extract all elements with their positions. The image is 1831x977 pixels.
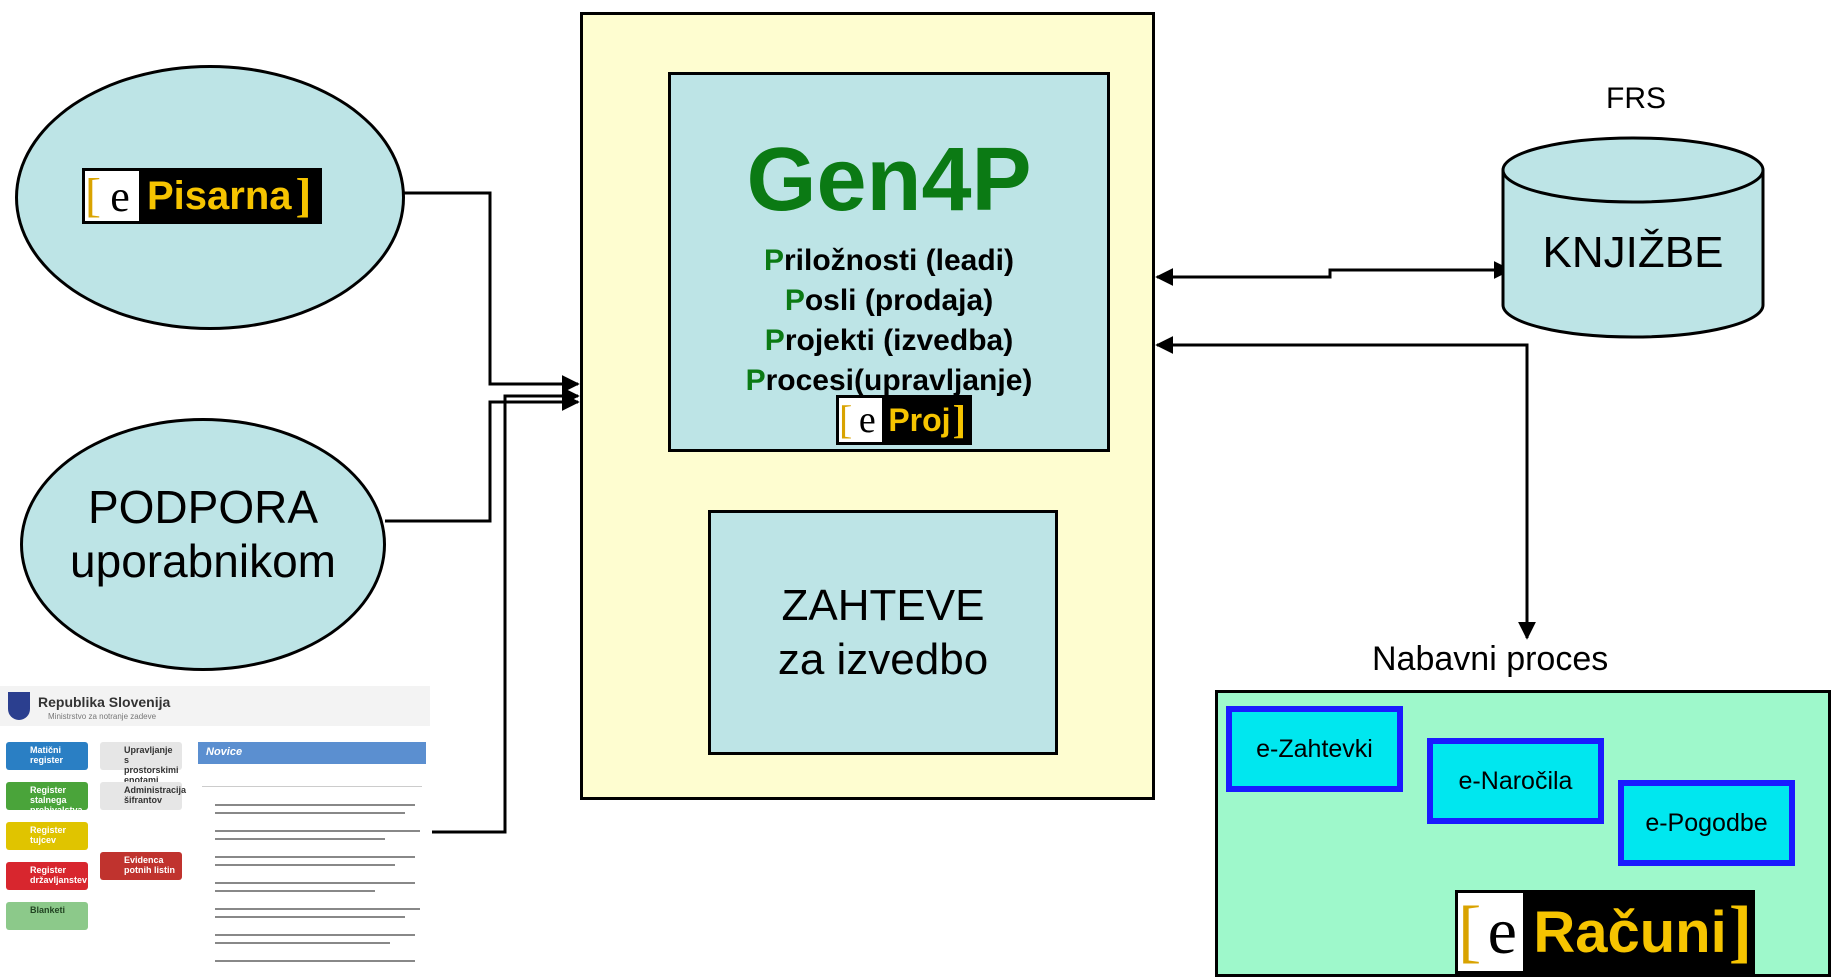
bracket-left-icon: [ [85,169,101,222]
website-menu-item: Upravljanje s prostorskimi enotami [100,742,182,785]
website-news-line [215,830,420,832]
gen4p-item: Posli (prodaja) [784,284,994,317]
zahteve-box: ZAHTEVE za izvedbo [708,510,1058,755]
arrow-website-to-gen4p [432,387,580,834]
podpora-line1: PODPORA [87,481,319,533]
website-news-line [215,864,395,866]
zahteve-line2: za izvedbo [777,635,989,684]
website-search-row [202,776,422,787]
podpora-line2: uporabnikom [70,535,336,587]
arrow-gen4p-knjizbe [1155,261,1512,286]
eproj-logo: [ e Proj ] [836,395,972,445]
logo-word: Pisarna [146,173,292,218]
podpora-ellipse [20,418,386,671]
arrow-episarna-to-gen4p [400,191,580,393]
website-news-line [215,882,415,884]
process-box-narocila: e-Naročila [1427,738,1604,824]
website-news-line [215,960,415,962]
website-screenshot: Republika Slovenija Ministrstvo za notra… [0,686,430,977]
website-menu-item: Register državljanstev [6,862,88,890]
website-news-line [215,908,420,910]
website-title: Republika Slovenija [38,694,171,710]
knjizbe-label: KNJIŽBE [1542,228,1724,277]
logo-word: Računi [1533,899,1727,965]
process-box-pogodbe: e-Pogodbe [1618,780,1795,866]
website-news-line [215,804,415,806]
bracket-left-icon: [ [1458,893,1482,971]
website-menu-item: Blanketi [6,902,88,930]
website-news-heading: Novice [206,746,243,758]
nabavni-label: Nabavni proces [1372,640,1609,678]
website-news-line [215,838,385,840]
website-news-line [215,856,415,858]
website-menu-item: Register stalnega prebivalstva [6,782,88,815]
logo-letter: e [1481,893,1524,971]
gen4p-item: Projekti (izvedba) [764,324,1014,357]
website-news-line [215,916,405,918]
frs-label: FRS [1606,82,1666,115]
website-subtitle: Ministrstvo za notranje zadeve [48,712,157,721]
bracket-left-icon: [ [839,397,853,442]
website-menu-item: Administracija šifrantov [100,782,186,810]
gen4p-box: Gen4P Priložnosti (leadi) Posli (prodaja… [668,72,1110,452]
bracket-right-icon: ] [952,397,966,442]
episarna-logo: [ e Pisarna ] [82,168,322,224]
logo-word: Proj [888,401,951,438]
arrow-podpora-to-gen4p [385,393,580,523]
gen4p-item: Procesi(upravljanje) [745,364,1033,397]
website-menu-item: Matični register [6,742,88,770]
website-news-line [215,890,375,892]
website-news-line [215,812,405,814]
zahteve-line1: ZAHTEVE [781,581,985,630]
crest-icon [8,692,30,720]
gen4p-title: Gen4P [746,130,1032,230]
website-header: Republika Slovenija Ministrstvo za notra… [0,686,430,726]
bracket-right-icon: ] [1728,893,1752,970]
bracket-right-icon: ] [295,169,312,222]
eracuni-logo: [ e Računi ] [1455,890,1755,974]
logo-letter: e [100,171,139,221]
podpora-label: PODPORA uporabnikom [20,480,386,588]
website-menu-item: Register tujcev [6,822,88,850]
website-menu-item: Evidenca potnih listin [100,852,182,880]
website-news-header: Novice [198,742,426,764]
website-news-line [215,942,390,944]
knjizbe-cylinder [1501,136,1765,339]
gen4p-items: Priložnosti (leadi) Posli (prodaja) Proj… [671,241,1107,401]
website-news-line [215,934,415,936]
process-box-zahtevki: e-Zahtevki [1226,706,1403,792]
logo-letter: e [852,398,883,442]
arrow-gen4p-nabavni [1155,336,1536,640]
gen4p-item: Priložnosti (leadi) [763,244,1015,277]
